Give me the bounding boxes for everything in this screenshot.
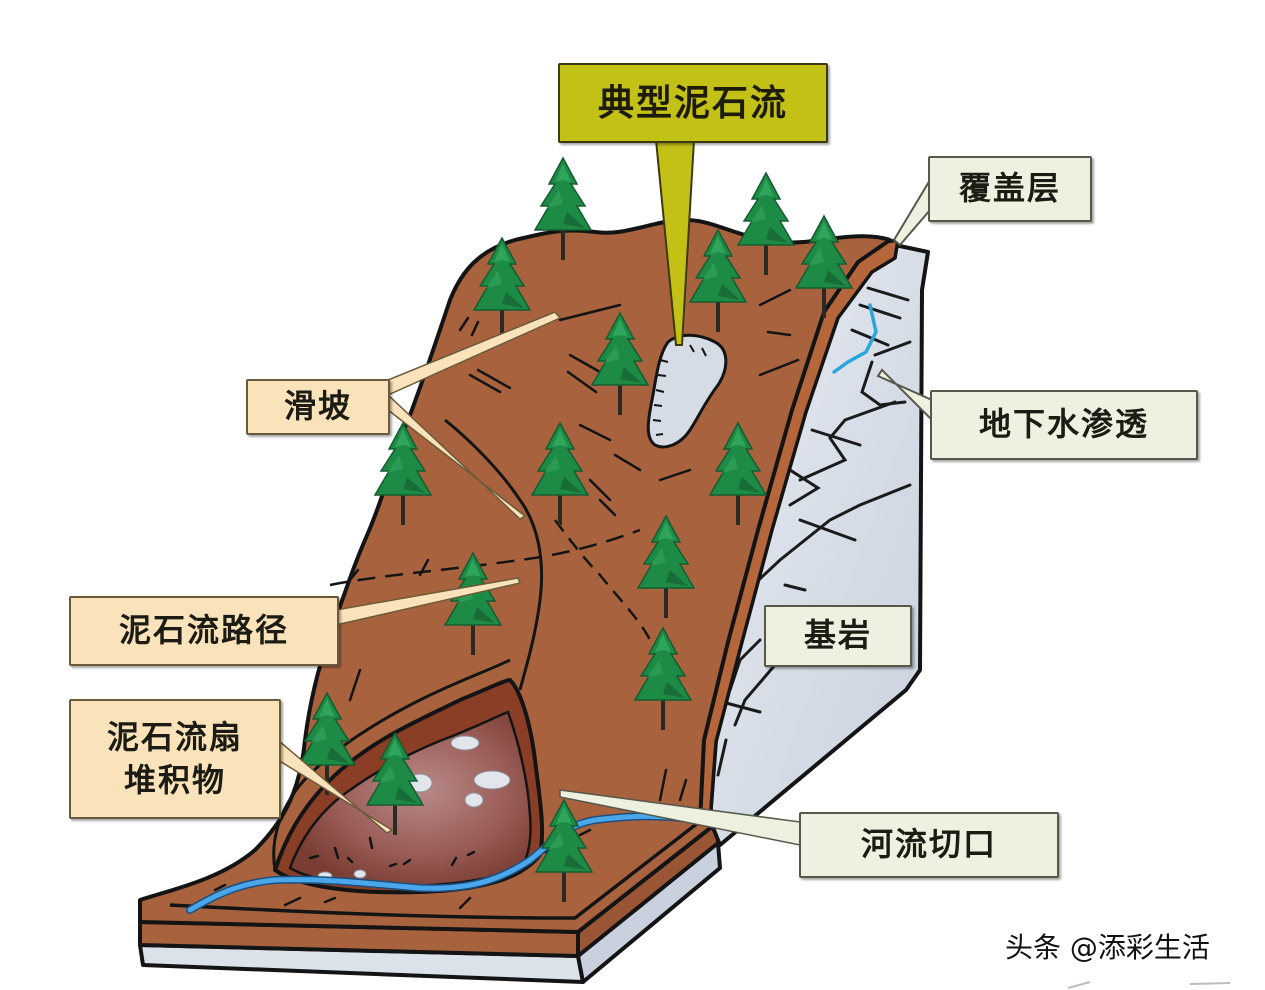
label-debris-flow-path: 泥石流路径	[69, 596, 339, 666]
watermark: 头条 @添彩生活	[1005, 931, 1210, 964]
label-bedrock: 基岩	[764, 605, 912, 667]
river	[186, 812, 704, 914]
label-debris-fan-deposit: 泥石流扇 堆积物	[69, 699, 281, 819]
label-river-incision: 河流切口	[799, 812, 1059, 878]
label-groundwater-seepage: 地下水渗透	[930, 390, 1198, 460]
label-covering-layer: 覆盖层	[928, 156, 1092, 222]
debris-source-scar	[646, 333, 728, 449]
title-label-typical-debris-flow: 典型泥石流	[558, 63, 828, 143]
title-text: 典型泥石流	[597, 81, 788, 124]
label-landslide-slope: 滑坡	[246, 379, 390, 435]
